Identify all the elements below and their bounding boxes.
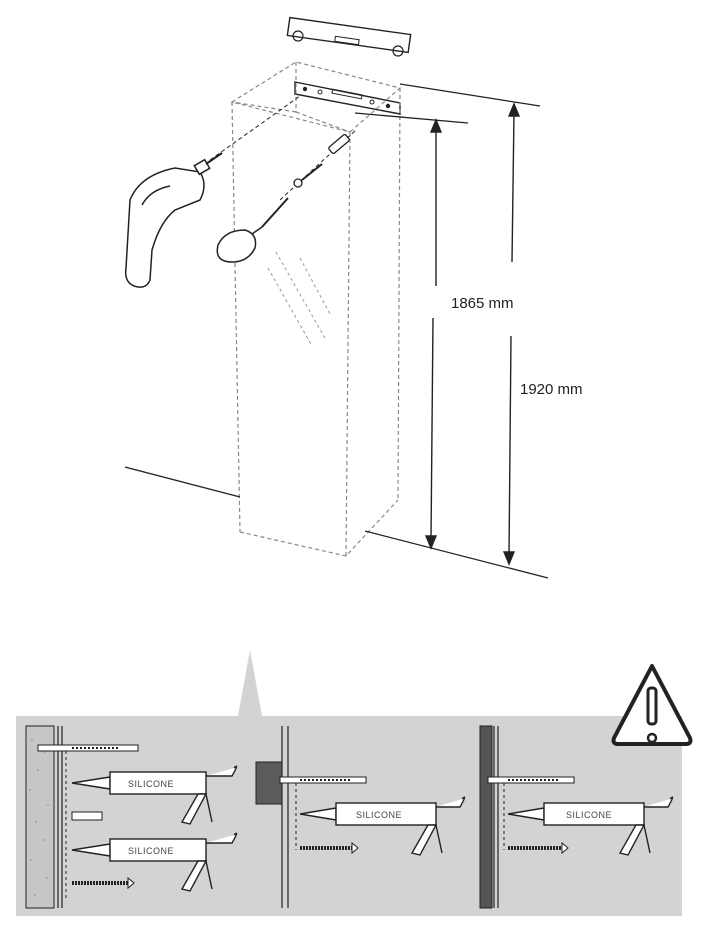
step-wood-block-wall: SILICONE xyxy=(255,726,466,908)
screwdriver-icon xyxy=(216,197,289,263)
dimension-arrow-1865 xyxy=(424,118,443,550)
drill-guide-line xyxy=(209,95,301,161)
warning-triangle-icon xyxy=(611,664,693,746)
silicone-label: SILICONE xyxy=(128,779,174,789)
callout-pointer xyxy=(238,650,262,716)
silicone-gun-icon xyxy=(299,796,466,856)
silicone-gun-icon xyxy=(507,796,674,856)
silicone-label: SILICONE xyxy=(566,810,612,820)
step-dark-board-wall: SILICONE xyxy=(479,725,674,909)
silicone-gun-icon xyxy=(71,765,238,825)
screw-icon xyxy=(293,163,323,188)
glass-reflection xyxy=(267,251,331,347)
silicone-gun-icon xyxy=(71,832,238,892)
dimension-label-1920: 1920 mm xyxy=(520,381,583,398)
mounting-bracket-icon xyxy=(294,81,401,115)
cabinet-outline xyxy=(230,61,402,557)
wall-lines xyxy=(124,83,549,579)
step-masonry-wall: SILICONE SILICONE xyxy=(25,725,238,909)
dimension-arrow-1920 xyxy=(502,102,521,566)
silicone-label: SILICONE xyxy=(356,810,402,820)
silicone-label: SILICONE xyxy=(128,846,174,856)
drill-icon xyxy=(124,152,223,288)
dimension-label-1865: 1865 mm xyxy=(451,295,514,312)
wall-anchor-icon xyxy=(328,134,350,154)
spirit-level-icon xyxy=(286,16,412,57)
